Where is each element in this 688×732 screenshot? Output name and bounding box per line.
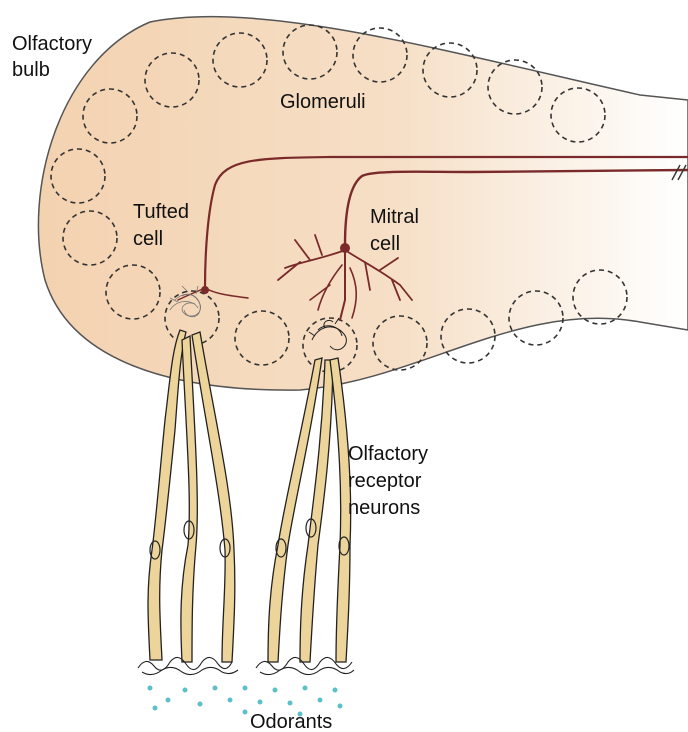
receptor-neuron xyxy=(300,360,333,662)
receptor-neurons-label: Olfactory receptor neurons xyxy=(348,443,434,519)
odorants-label: Odorants xyxy=(250,711,332,732)
glomeruli-label: Glomeruli xyxy=(280,91,366,113)
receptor-neuron xyxy=(181,336,197,662)
olfactory-bulb-label: Olfactory bulb xyxy=(12,33,98,81)
receptor-cilia xyxy=(138,657,354,674)
